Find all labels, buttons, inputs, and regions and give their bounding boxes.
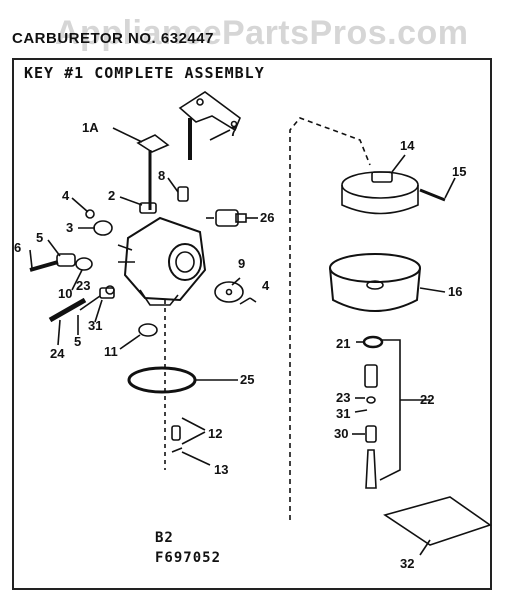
page-title: CARBURETOR NO. 632447 bbox=[12, 30, 214, 47]
float-pin-part bbox=[171, 425, 181, 441]
callout-22: 22 bbox=[420, 392, 434, 407]
assembly-title: KEY #1 COMPLETE ASSEMBLY bbox=[24, 64, 265, 82]
callout-10: 10 bbox=[58, 286, 72, 301]
callout-7: 7 bbox=[230, 124, 237, 139]
instruction-card-part bbox=[383, 496, 492, 546]
callout-5b: 5 bbox=[74, 334, 81, 349]
clip-part-13 bbox=[171, 447, 183, 453]
needle-part-bottom bbox=[365, 449, 377, 489]
callout-6: 6 bbox=[14, 240, 21, 255]
callout-labels: 1A 7 8 2 4 3 5 6 10 23 31 5 24 11 26 9 4… bbox=[14, 120, 466, 571]
callout-15: 15 bbox=[452, 164, 466, 179]
figure-number: F697052 bbox=[155, 550, 222, 566]
callout-14: 14 bbox=[400, 138, 415, 153]
screw-part-4b bbox=[239, 297, 251, 305]
oring-part-31 bbox=[366, 396, 376, 404]
needle-part-24 bbox=[48, 297, 87, 323]
model-code: B2 bbox=[155, 530, 174, 546]
bowl-gasket-part bbox=[127, 366, 197, 394]
callout-16: 16 bbox=[448, 284, 462, 299]
callout-23b: 23 bbox=[336, 390, 350, 405]
callout-21: 21 bbox=[336, 336, 350, 351]
washer-part-21 bbox=[362, 335, 384, 349]
spring-part-8 bbox=[177, 186, 189, 202]
callout-12: 12 bbox=[208, 426, 222, 441]
callout-9: 9 bbox=[238, 256, 245, 271]
plug-part-4 bbox=[85, 209, 95, 219]
nut-part-30 bbox=[365, 425, 377, 443]
callout-31a: 31 bbox=[88, 318, 102, 333]
callout-5a: 5 bbox=[36, 230, 43, 245]
callout-1a: 1A bbox=[82, 120, 99, 135]
callout-30: 30 bbox=[334, 426, 348, 441]
diagram-frame bbox=[12, 58, 492, 590]
jet-part-23 bbox=[364, 364, 378, 388]
callout-4a: 4 bbox=[62, 188, 70, 203]
callout-2: 2 bbox=[108, 188, 115, 203]
callout-25: 25 bbox=[240, 372, 254, 387]
float-pin-part-15 bbox=[419, 188, 446, 202]
callout-3: 3 bbox=[66, 220, 73, 235]
watermark: AppliancePartsPros.com bbox=[55, 14, 469, 52]
throttle-shaft-part bbox=[178, 91, 241, 160]
screw-part-2 bbox=[139, 202, 157, 214]
callout-11: 11 bbox=[104, 344, 118, 359]
screw-part-6 bbox=[29, 260, 59, 272]
washer-part-10 bbox=[75, 257, 93, 271]
callout-23a: 23 bbox=[76, 278, 90, 293]
spring-part-5a bbox=[56, 253, 76, 267]
callout-13: 13 bbox=[214, 462, 228, 477]
choke-plate-part bbox=[214, 281, 244, 303]
choke-shaft-part bbox=[136, 134, 170, 210]
float-bowl-part bbox=[329, 253, 421, 312]
callout-32: 32 bbox=[400, 556, 414, 571]
callout-26: 26 bbox=[260, 210, 274, 225]
callout-24: 24 bbox=[50, 346, 65, 361]
carburetor-body bbox=[117, 216, 207, 306]
callout-4b: 4 bbox=[262, 278, 270, 293]
callout-31b: 31 bbox=[336, 406, 350, 421]
callout-8: 8 bbox=[158, 168, 165, 183]
fuel-fitting-part bbox=[206, 209, 247, 227]
gasket-part-3 bbox=[93, 220, 113, 236]
float-part bbox=[341, 171, 419, 215]
plug-part-11 bbox=[138, 323, 158, 337]
oring-part-23a bbox=[105, 285, 115, 295]
